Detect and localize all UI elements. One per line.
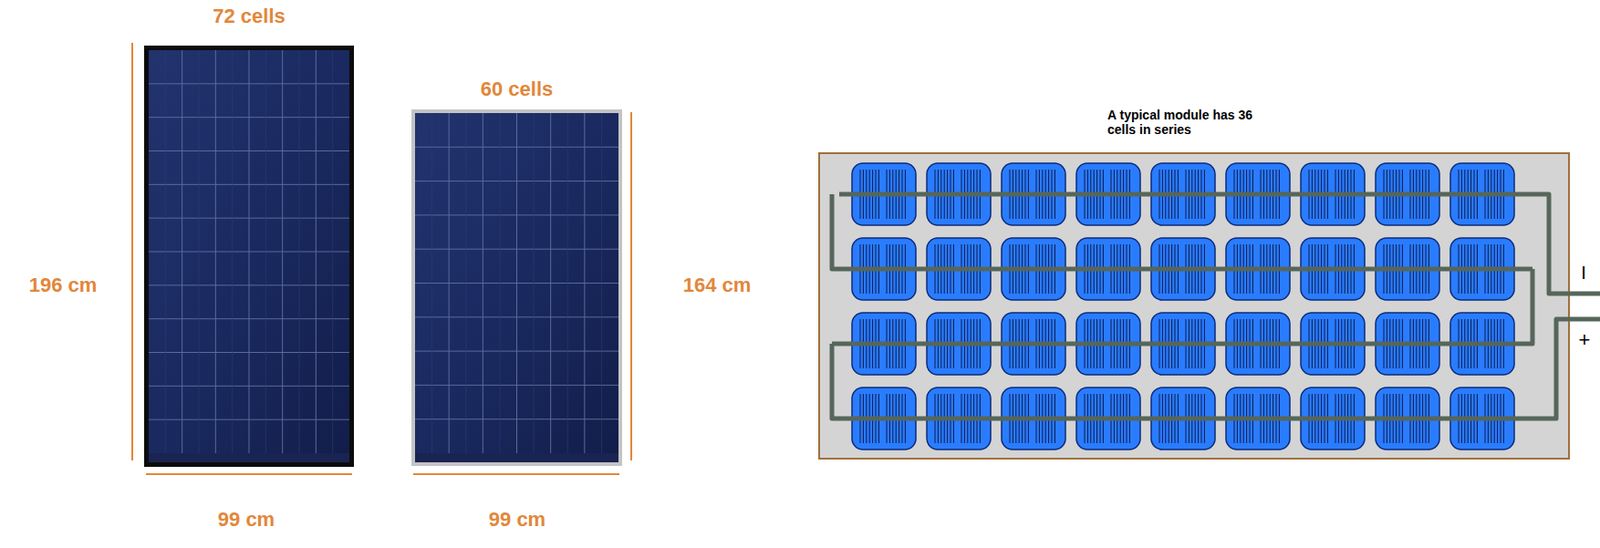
cell-gridline xyxy=(148,284,350,286)
busbar xyxy=(567,113,569,454)
busbar xyxy=(332,50,333,454)
solar-cells xyxy=(851,163,1515,450)
wire xyxy=(839,194,1600,294)
cell-gridline xyxy=(415,282,619,284)
solar-panel xyxy=(144,45,354,468)
busbar xyxy=(198,50,200,454)
dimension-line xyxy=(145,473,353,476)
busbar xyxy=(533,113,535,454)
panel-glass xyxy=(148,50,350,454)
cell-gridline xyxy=(415,384,619,386)
cell-gridline xyxy=(148,116,350,118)
dimension-label: 99 cm xyxy=(488,508,546,532)
cell-gridline xyxy=(148,352,350,354)
cell-gridline xyxy=(148,83,350,84)
cell-gridline xyxy=(415,146,619,148)
wire xyxy=(831,194,1533,270)
module-board xyxy=(819,153,1569,459)
solar-panels xyxy=(144,45,623,468)
panel-node: A typical module has 36 cells in series xyxy=(819,153,1569,459)
cell-gridline xyxy=(148,318,350,320)
dimension-label: 99 cm xyxy=(218,508,275,532)
wire xyxy=(831,269,1533,344)
panel-frame xyxy=(411,109,623,467)
dimension-line xyxy=(630,112,633,461)
cell-gridline xyxy=(415,418,619,420)
dimension-label: I xyxy=(1580,262,1587,284)
panel-glass xyxy=(415,113,619,454)
cell-gridline xyxy=(148,184,350,186)
cell-gridline xyxy=(148,218,350,219)
dimension-label: 164 cm xyxy=(683,273,752,298)
dimension-line xyxy=(131,42,134,461)
solar-panel xyxy=(411,109,623,467)
wire xyxy=(831,319,1600,419)
cell-gridline xyxy=(415,214,619,216)
dimension-lines xyxy=(132,42,632,475)
series-wiring xyxy=(831,194,1600,419)
busbar xyxy=(231,50,233,454)
busbar xyxy=(601,113,603,454)
cell-gridline xyxy=(148,150,350,152)
busbar xyxy=(165,50,167,454)
dimension-label: + xyxy=(1579,328,1591,353)
cell-gridline xyxy=(415,180,619,182)
cell-gridline xyxy=(148,419,350,421)
node-heading: 60 cells xyxy=(411,77,623,101)
cell-gridline xyxy=(148,251,350,253)
dimension-line xyxy=(413,473,620,476)
panel-node: 72 cells xyxy=(144,45,354,468)
panel-node: 60 cells xyxy=(411,109,623,467)
busbar xyxy=(299,50,301,454)
busbar xyxy=(265,50,267,454)
busbar xyxy=(498,113,500,454)
panel-strip xyxy=(415,453,619,463)
cell-gridline xyxy=(415,316,619,318)
busbar xyxy=(465,113,467,454)
cell-gridline xyxy=(415,351,619,353)
dimension-label: 196 cm xyxy=(29,273,98,298)
node-heading: 72 cells xyxy=(144,4,354,28)
panel-strip xyxy=(148,453,350,463)
busbar xyxy=(431,113,433,454)
node-heading: A typical module has 36 cells in series xyxy=(1107,107,1272,137)
panel-frame xyxy=(144,45,354,468)
cell-gridline xyxy=(415,249,619,250)
cell-gridline xyxy=(148,385,350,387)
